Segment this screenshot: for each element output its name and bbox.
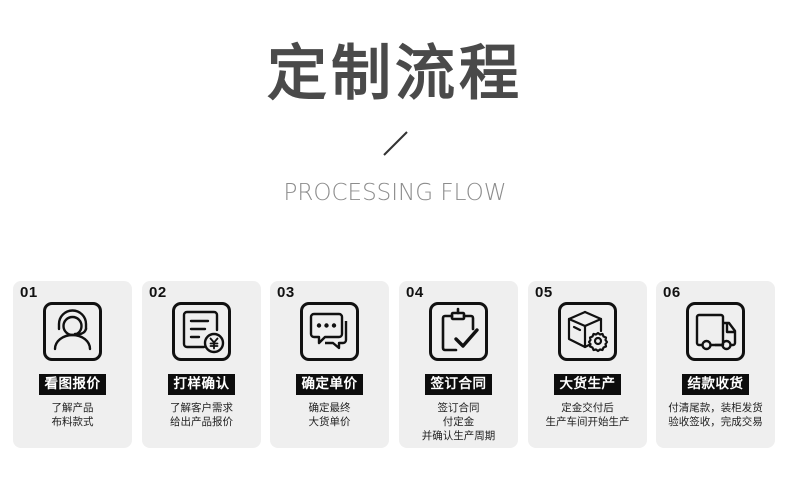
step-card-1: 01 看图报价 了解产品 布料款式: [13, 281, 132, 448]
step-card-2: 02 打样确认 了解客户需求 给出产品报价: [142, 281, 261, 448]
step-card-6: 06 结款收货 付清尾款，装柜发货 验收签收，完成交易: [656, 281, 775, 448]
desc-line: 了解产品: [51, 402, 94, 414]
desc-line: 布料款式: [51, 416, 94, 428]
desc-line: 验收签收，完成交易: [668, 416, 763, 428]
box-gear-icon: [558, 302, 617, 361]
step-number: 04: [406, 284, 424, 301]
chat-bubbles-icon: [300, 302, 359, 361]
step-number: 05: [535, 284, 553, 301]
step-label: 签订合同: [425, 374, 492, 395]
step-description: 了解产品 布料款式: [13, 401, 132, 429]
step-number: 03: [277, 284, 295, 301]
step-label: 结款收货: [682, 374, 749, 395]
step-label: 看图报价: [39, 374, 106, 395]
process-steps: 01 看图报价 了解产品 布料款式 02: [13, 281, 775, 448]
desc-line: 签订合同: [437, 402, 480, 414]
desc-line: 并确认生产周期: [421, 430, 496, 442]
desc-line: 付定金: [442, 416, 475, 428]
desc-line: 定金交付后: [561, 402, 614, 414]
step-description: 付清尾款，装柜发货 验收签收，完成交易: [656, 401, 775, 429]
step-label: 确定单价: [296, 374, 363, 395]
step-description: 确定最终 大货单价: [270, 401, 389, 429]
step-label: 大货生产: [554, 374, 621, 395]
invoice-yuan-icon: [172, 302, 231, 361]
step-number: 02: [149, 284, 167, 301]
page-subtitle: PROCESSING FLOW: [283, 180, 507, 206]
customer-service-headset-icon: [43, 302, 102, 361]
step-number: 01: [20, 284, 38, 301]
desc-line: 确定最终: [308, 402, 351, 414]
step-card-3: 03 确定单价 确定最终 大货单价: [270, 281, 389, 448]
desc-line: 大货单价: [308, 416, 351, 428]
desc-line: 付清尾款，装柜发货: [668, 402, 763, 414]
step-description: 了解客户需求 给出产品报价: [142, 401, 261, 429]
delivery-truck-icon: [686, 302, 745, 361]
step-card-5: 05 大货生产 定金交付后 生产车间开始生产: [528, 281, 647, 448]
step-description: 签订合同 付定金 并确认生产周期: [399, 401, 518, 443]
divider-slash: [383, 131, 408, 156]
clipboard-check-icon: [429, 302, 488, 361]
desc-line: 生产车间开始生产: [545, 416, 630, 428]
page-title: 定制流程: [267, 39, 523, 109]
desc-line: 了解客户需求: [170, 402, 233, 414]
step-card-4: 04 签订合同 签订合同 付定金 并确认生产周期: [399, 281, 518, 448]
desc-line: 给出产品报价: [170, 416, 233, 428]
step-number: 06: [663, 284, 681, 301]
step-label: 打样确认: [168, 374, 235, 395]
step-description: 定金交付后 生产车间开始生产: [528, 401, 647, 429]
